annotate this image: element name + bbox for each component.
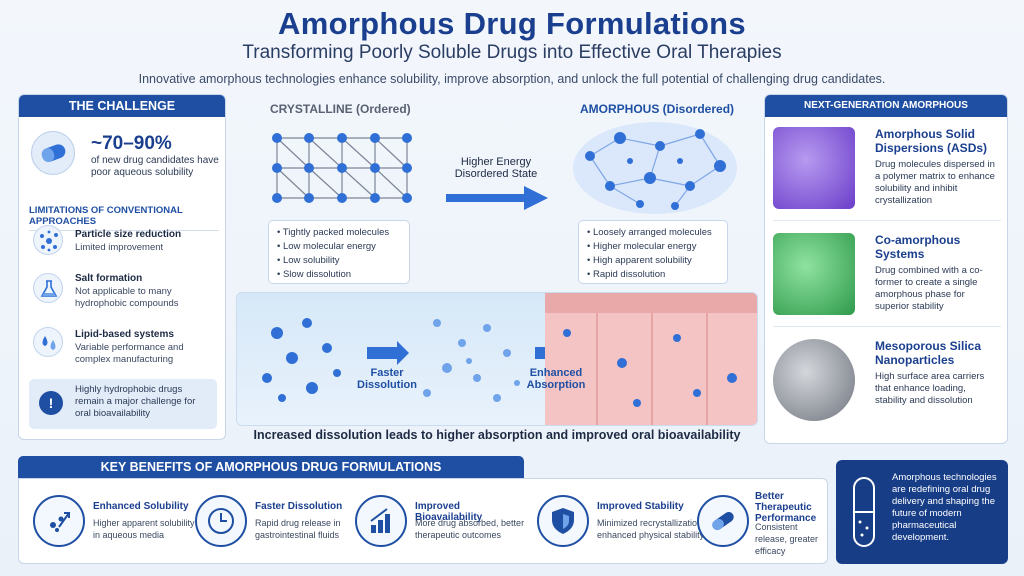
technologies-heading: NEXT-GENERATION AMORPHOUS TECHNOLOGIES (765, 95, 1007, 133)
bar-chart-icon (355, 495, 407, 547)
limitation-title: Salt formation (75, 273, 143, 284)
pill-icon (31, 131, 75, 175)
challenge-note-text: Highly hydrophobic drugs remain a major … (75, 384, 196, 419)
benefits-heading: KEY BENEFITS OF AMORPHOUS DRUG FORMULATI… (18, 456, 524, 478)
limitation-title: Lipid-based systems (75, 329, 174, 340)
alert-icon: ! (39, 391, 63, 415)
technology-item: Co-amorphous Systems Drug combined with … (773, 225, 1001, 327)
challenge-panel: THE CHALLENGE ~70–90% of new drug candid… (18, 94, 226, 440)
limitation-desc: Limited improvement (75, 242, 164, 253)
property-item: Higher molecular energy (587, 240, 719, 254)
dissolution-process-scene: Faster Dissolution Enhanced Absorption (236, 292, 758, 426)
challenge-note: ! Highly hydrophobic drugs remain a majo… (29, 379, 217, 429)
technology-item: Amorphous Solid Dispersions (ASDs) Drug … (773, 119, 1001, 221)
benefit-desc: Higher apparent solubility in aqueous me… (93, 518, 195, 540)
flask-icon (33, 273, 63, 303)
energy-arrow-label: Higher Energy Disordered State (454, 156, 538, 180)
asd-image (773, 127, 855, 209)
challenge-heading: THE CHALLENGE (19, 95, 225, 117)
technology-desc: Drug molecules dispersed in a polymer ma… (875, 159, 995, 206)
shield-icon (537, 495, 589, 547)
process-caption: Increased dissolution leads to higher ab… (253, 428, 741, 442)
limitation-desc: Variable performance and complex manufac… (75, 342, 184, 365)
property-item: Loosely arranged molecules (587, 226, 719, 240)
property-item: Low molecular energy (277, 240, 401, 254)
crystalline-label: CRYSTALLINE (Ordered) (270, 102, 411, 116)
enhanced-absorption-label: Enhanced Absorption (526, 367, 586, 391)
page-title: Amorphous Drug Formulations (278, 6, 746, 41)
technology-desc: Drug combined with a co-former to create… (875, 265, 983, 312)
solubility-stat-desc: of new drug candidates have poor aqueous… (91, 155, 219, 178)
tagline: Innovative amorphous technologies enhanc… (138, 72, 886, 86)
crystalline-lattice-image (272, 133, 412, 203)
amorphous-label: AMORPHOUS (Disordered) (580, 102, 735, 116)
limitations-heading: LIMITATIONS OF CONVENTIONAL APPROACHES (29, 205, 219, 231)
amorphous-structure-image (573, 122, 737, 214)
capsule-icon (697, 495, 749, 547)
property-item: Low solubility (277, 254, 401, 268)
benefit-title: Better Therapeutic Performance (755, 491, 817, 524)
benefit-title: Improved Bioavailability (415, 501, 483, 523)
benefit-desc: Minimized recrystallization, enhanced ph… (597, 518, 705, 540)
technology-desc: High surface area carriers that enhance … (875, 371, 985, 406)
particles-icon (33, 225, 63, 255)
technology-title: Mesoporous Silica Nanoparticles (875, 339, 982, 367)
benefit-desc: Consistent release, greater efficacy (755, 522, 819, 556)
arrow-right-icon (446, 186, 548, 210)
limitation-title: Particle size reduction (75, 229, 182, 240)
droplets-icon (33, 327, 63, 357)
property-item: High apparent solubility (587, 254, 719, 268)
amorphous-properties: Loosely arranged molecules Higher molecu… (578, 220, 728, 284)
benefit-title: Faster Dissolution (255, 501, 343, 512)
page-subtitle: Transforming Poorly Soluble Drugs into E… (242, 42, 782, 63)
silica-nanoparticle-image (773, 339, 855, 421)
solubility-stat: ~70–90% (91, 133, 172, 154)
property-item: Tightly packed molecules (277, 226, 401, 240)
benefit-desc: More drug absorbed, better therapeutic o… (415, 518, 525, 540)
property-item: Slow dissolution (277, 268, 401, 282)
property-item: Rapid dissolution (587, 268, 719, 282)
benefit-title: Enhanced Solubility (93, 501, 189, 512)
technology-item: Mesoporous Silica Nanoparticles High sur… (773, 331, 1001, 433)
clock-icon (195, 495, 247, 547)
crystalline-properties: Tightly packed molecules Low molecular e… (268, 220, 410, 284)
faster-dissolution-label: Faster Dissolution (357, 367, 417, 391)
technologies-panel: NEXT-GENERATION AMORPHOUS TECHNOLOGIES A… (764, 94, 1008, 444)
technology-title: Co-amorphous Systems (875, 233, 961, 261)
benefit-title: Improved Stability (597, 501, 684, 512)
capsule-icon (853, 477, 875, 547)
co-amorphous-image (773, 233, 855, 315)
closing-statement: Amorphous technologies are redefining or… (892, 472, 997, 543)
closing-statement-panel: Amorphous technologies are redefining or… (836, 460, 1008, 564)
solubility-icon (33, 495, 85, 547)
technology-title: Amorphous Solid Dispersions (ASDs) (875, 127, 988, 155)
limitation-desc: Not applicable to many hydrophobic compo… (75, 286, 179, 309)
benefit-desc: Rapid drug release in gastrointestinal f… (255, 518, 341, 540)
process-illustration (262, 293, 757, 425)
benefits-panel: Enhanced Solubility Higher apparent solu… (18, 478, 828, 564)
